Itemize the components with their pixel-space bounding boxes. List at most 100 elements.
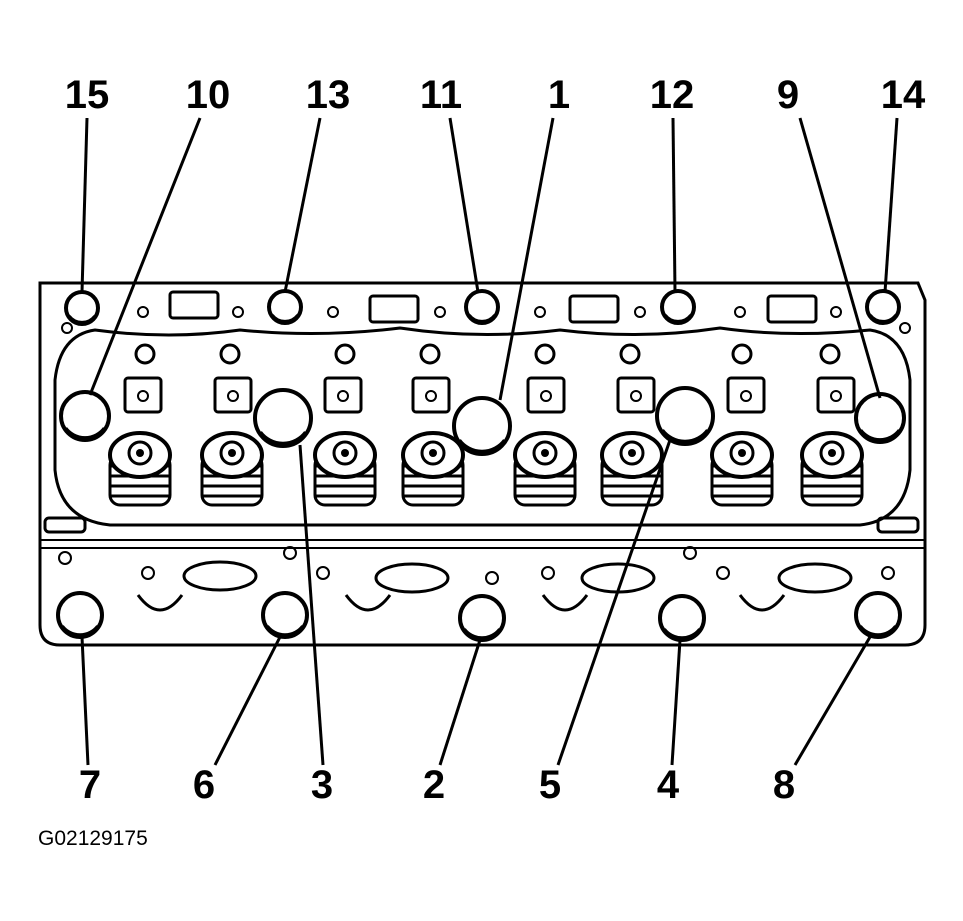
pushrod-hole-6: [619, 343, 641, 365]
head-bolt-7: [56, 591, 104, 639]
lower-dot-7: [683, 546, 697, 560]
lower-dot-1: [58, 551, 72, 565]
top-dot-9: [61, 322, 73, 334]
bolt-label-11: 11: [420, 73, 462, 117]
head-bolt-3: [253, 388, 313, 448]
pushrod-hole-8: [819, 343, 841, 365]
stud-pad-dot-7: [740, 390, 752, 402]
top-dot-3: [327, 306, 339, 318]
top-port-3: [568, 294, 620, 324]
top-port-1: [168, 290, 220, 320]
figure-id: G02129175: [38, 827, 148, 850]
bolt-label-2: 2: [423, 763, 445, 807]
valve-spring-2: [200, 431, 264, 507]
head-bolt-15: [64, 290, 100, 326]
bolt-label-4: 4: [657, 763, 680, 807]
bolt-label-1: 1: [548, 73, 570, 117]
stud-pad-dot-8: [830, 390, 842, 402]
leader-line-4: [670, 639, 682, 766]
leader-line-12: [671, 117, 677, 293]
stud-pad-dot-4: [425, 390, 437, 402]
bolt-label-9: 9: [777, 73, 799, 117]
lower-dot-8: [716, 566, 730, 580]
lower-dot-2: [141, 566, 155, 580]
head-bolt-4: [658, 594, 706, 642]
valve-spring-5: [513, 431, 577, 507]
stud-pad-5: [526, 376, 566, 414]
pushrod-hole-4: [419, 343, 441, 365]
leader-line-7: [80, 636, 90, 766]
top-port-2: [368, 294, 420, 324]
top-dot-10: [899, 322, 911, 334]
head-bolt-11: [464, 289, 500, 325]
leader-line-15: [80, 117, 89, 293]
lower-dot-6: [541, 566, 555, 580]
callout-labels-top: 15 10 13 11 1 12 9 14: [65, 73, 926, 117]
leader-line-1: [498, 117, 555, 401]
stud-pad-dot-5: [540, 390, 552, 402]
head-bolt-1: [452, 396, 512, 456]
stud-pad-dot-1: [137, 390, 149, 402]
bolt-label-12: 12: [650, 73, 695, 117]
lower-dot-3: [283, 546, 297, 560]
head-bolt-10: [59, 390, 111, 442]
callout-labels-bottom: 7 6 3 2 5 4 8: [79, 763, 795, 807]
stud-pad-3: [323, 376, 363, 414]
leader-line-2: [438, 639, 482, 766]
bolt-label-15: 15: [65, 73, 110, 117]
chamber-outline: [53, 326, 912, 527]
stud-pad-2: [213, 376, 253, 414]
leader-line-14: [883, 117, 899, 293]
head-bolt-6: [261, 591, 309, 639]
head-bolt-14: [865, 289, 901, 325]
exhaust-port-4: [777, 562, 853, 594]
top-dot-8: [830, 306, 842, 318]
top-dot-4: [434, 306, 446, 318]
bolt-holes: [56, 289, 906, 642]
leader-line-3: [298, 444, 325, 766]
lower-dot-4: [316, 566, 330, 580]
bolt-label-10: 10: [186, 73, 231, 117]
head-bolt-12: [660, 289, 696, 325]
bolt-label-5: 5: [539, 763, 561, 807]
head-bolt-9: [854, 392, 906, 444]
lower-cutout-1: [136, 594, 184, 612]
leader-line-8: [793, 636, 872, 766]
stud-pad-4: [411, 376, 451, 414]
top-dot-5: [534, 306, 546, 318]
leader-line-13: [283, 117, 322, 293]
left-slot: [43, 516, 87, 534]
exhaust-port-2: [374, 562, 450, 594]
leader-line-5: [556, 439, 672, 766]
leader-line-9: [798, 117, 882, 399]
pushrod-hole-7: [731, 343, 753, 365]
valve-spring-6: [600, 431, 664, 507]
leader-line-6: [213, 636, 282, 766]
top-dot-1: [137, 306, 149, 318]
leader-line-10: [88, 117, 202, 396]
bolt-label-8: 8: [773, 763, 795, 807]
stud-pad-dot-3: [337, 390, 349, 402]
head-body-outline: [38, 281, 927, 647]
head-bolt-5: [655, 386, 715, 446]
exhaust-port-1: [182, 560, 258, 592]
pushrod-hole-3: [334, 343, 356, 365]
head-bolt-8: [854, 591, 902, 639]
stud-pad-dot-2: [227, 390, 239, 402]
valve-spring-4: [401, 431, 465, 507]
pushrod-hole-1: [134, 343, 156, 365]
cylinder-head-outline: [38, 281, 927, 647]
lower-cutout-3: [541, 594, 589, 612]
lower-cutout-2: [344, 594, 392, 612]
top-dot-2: [232, 306, 244, 318]
stud-pad-8: [816, 376, 856, 414]
bolt-label-14: 14: [881, 73, 926, 117]
leader-line-11: [448, 117, 480, 293]
top-dot-7: [734, 306, 746, 318]
valve-spring-7: [710, 431, 774, 507]
deck-line: [40, 539, 925, 549]
callout-leaders: [80, 117, 899, 766]
stud-pad-1: [123, 376, 163, 414]
head-bolt-2: [458, 594, 506, 642]
